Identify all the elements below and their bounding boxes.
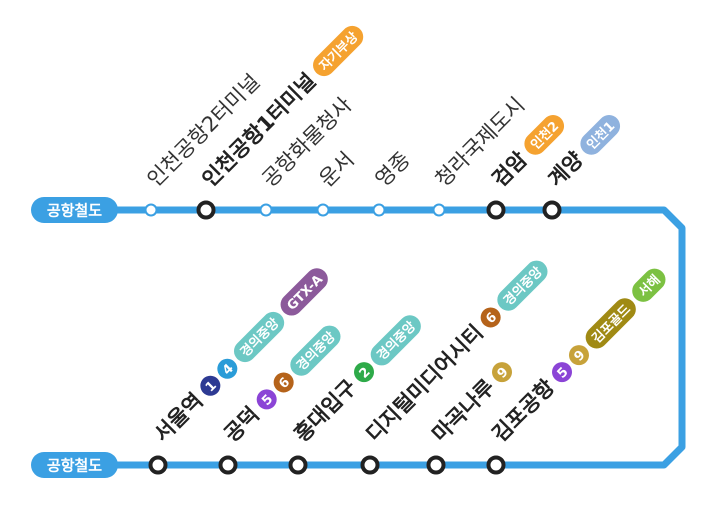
- station-name: 서울역: [150, 389, 208, 447]
- transfer-line-badge: [524, 115, 565, 155]
- station-name: 계양: [544, 147, 588, 191]
- line-badge-top[interactable]: 공항철도: [31, 197, 118, 223]
- station-marker-major: [486, 455, 506, 475]
- station-upper-4[interactable]: 영종: [371, 147, 415, 217]
- line-badge-bottom-label: 공항철도: [47, 457, 102, 475]
- transfer-line-badge: [290, 325, 341, 376]
- transfer-line-badge: [200, 375, 221, 396]
- station-name: 공덕: [220, 402, 264, 446]
- station-name: 디지털미디어시티: [362, 320, 488, 446]
- station-marker-major: [542, 200, 562, 220]
- station-name: 홍대입구: [290, 375, 362, 447]
- station-name: 검암: [488, 147, 532, 191]
- transfer-line-badge: [217, 358, 238, 379]
- transfer-line-badge: [313, 25, 364, 77]
- station-label-group: 운서: [315, 147, 359, 191]
- transfer-line-badge: [370, 315, 421, 366]
- station-marker-major: [218, 455, 238, 475]
- transfer-line-badge: [497, 260, 548, 311]
- transfer-line-badge: [234, 311, 285, 363]
- transfer-line-badge: [480, 307, 501, 328]
- transfer-line-badge: [585, 298, 636, 349]
- station-marker-major: [360, 455, 380, 475]
- transfer-line-badge: [273, 372, 294, 393]
- station-marker-major: [196, 200, 216, 220]
- station-marker: [372, 203, 386, 217]
- line-badge-bottom[interactable]: 공항철도: [31, 452, 118, 478]
- transfer-line-badge: [580, 115, 621, 155]
- station-label-group: 영종: [371, 147, 415, 191]
- transfer-line-badge: [632, 268, 666, 302]
- station-marker: [432, 203, 446, 217]
- station-name: 영종: [371, 147, 415, 191]
- transfer-line-badge: [492, 362, 513, 383]
- station-marker: [316, 203, 330, 217]
- station-marker: [144, 203, 158, 217]
- station-upper-3[interactable]: 운서: [315, 147, 359, 217]
- line-badge-top-bg: [31, 197, 118, 223]
- transfer-line-badge: [256, 389, 277, 410]
- transfer-line-badge: [568, 345, 589, 366]
- route-line: [100, 206, 686, 469]
- station-marker-major: [148, 455, 168, 475]
- transfer-line-badge: [552, 362, 573, 383]
- station-name: 운서: [315, 147, 359, 191]
- station-name: 김포공항: [488, 375, 560, 447]
- station-marker: [259, 203, 273, 217]
- line-badge-top-label: 공항철도: [47, 202, 102, 220]
- station-marker-major: [486, 200, 506, 220]
- transfer-line-badge: [354, 362, 375, 383]
- station-marker-major: [426, 455, 446, 475]
- station-marker-major: [288, 455, 308, 475]
- transfer-line-badge: [280, 268, 328, 316]
- line-badge-bottom-bg: [31, 452, 118, 478]
